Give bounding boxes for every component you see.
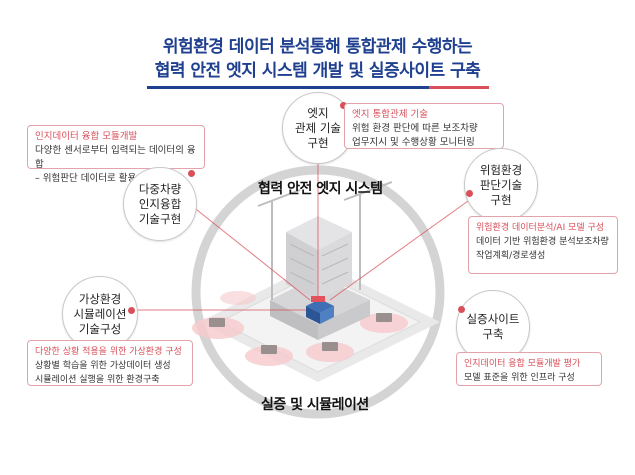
node-sim-body-2: 시뮬레이션 실행을 위한 환경구축 (35, 375, 160, 385)
node-edge-control-label: 엣지 관제 기술 구현 (295, 105, 341, 150)
node-site-info-box: 인지데이터 융합 모듈개발 평가 모델 표준을 위한 인프라 구성 (456, 352, 602, 386)
center-simulation-label: 실증 및 시뮬레이션 (261, 397, 369, 413)
node-multi-heading: 인지데이터 융합 모듈개발 (35, 131, 138, 142)
node-sim-heading: 다양한 상황 적용을 위한 가상환경 구성 (35, 347, 182, 357)
node-multi-info-box: 인지데이터 융합 모듈개발 다양한 센서로부터 입력되는 데이터의 융합 – 위… (27, 125, 205, 184)
title-line-1: 위험환경 데이터 분석통해 통합관제 수행하는 (162, 37, 473, 57)
node-sim-body-1: 상황별 학습을 위한 가상데이터 생성 (35, 361, 171, 371)
node-risk-info-box: 위험환경 데이터분석/AI 모델 구성 데이터 기반 위험환경 분석보조차량 작… (468, 216, 618, 274)
node-multi-dot (188, 170, 195, 177)
node-edge-heading: 엣지 통합관제 기술 (352, 109, 428, 120)
node-demo-site: 실증사이트 구축 (456, 290, 530, 364)
node-sim-label: 가상환경 시뮬레이션 기술구성 (73, 291, 127, 336)
node-sim-info-box: 다양한 상황 적용을 위한 가상환경 구성 상황별 학습을 위한 가상데이터 생… (27, 340, 193, 386)
node-risk-judgement: 위험환경 판단기술 구현 (464, 148, 538, 222)
node-risk-label: 위험환경 판단기술 구현 (479, 162, 523, 207)
node-multi-body-2: – 위험판단 데이터로 활용 (35, 173, 137, 184)
node-edge-body-2: 업무지시 및 수행상황 모니터링 (352, 137, 475, 148)
node-site-dot (458, 306, 465, 313)
node-multi-vehicle: 다중차량 인지융합 기술구현 (123, 167, 197, 241)
node-risk-heading: 위험환경 데이터분석/AI 모델 구성 (476, 223, 605, 233)
center-system-label: 협력 안전 엣지 시스템 (258, 181, 383, 197)
node-risk-body-1: 데이터 기반 위험환경 분석보조차량 (476, 237, 609, 247)
node-multi-body-1: 다양한 센서로부터 입력되는 데이터의 융합 (35, 145, 196, 170)
node-site-heading: 인지데이터 융합 모듈개발 평가 (464, 359, 581, 369)
node-site-label: 실증사이트 구축 (466, 312, 520, 341)
node-risk-dot (466, 190, 473, 197)
title-line-2: 협력 안전 엣지 시스템 개발 및 실증사이트 구축 (154, 61, 481, 81)
node-edge-body-1: 위험 환경 판단에 따른 보조차량 (352, 123, 478, 134)
node-edge-dot (340, 102, 347, 109)
title-underline (147, 86, 489, 89)
node-site-body-1: 모델 표준을 위한 인프라 구성 (464, 373, 575, 383)
node-sim-dot (128, 307, 135, 314)
node-multi-label: 다중차량 인지융합 기술구현 (138, 181, 182, 226)
node-edge-info-box: 엣지 통합관제 기술 위험 환경 판단에 따른 보조차량 업무지시 및 수행상황… (344, 103, 504, 149)
node-risk-body-2: 작업계획/경로생성 (476, 251, 546, 261)
